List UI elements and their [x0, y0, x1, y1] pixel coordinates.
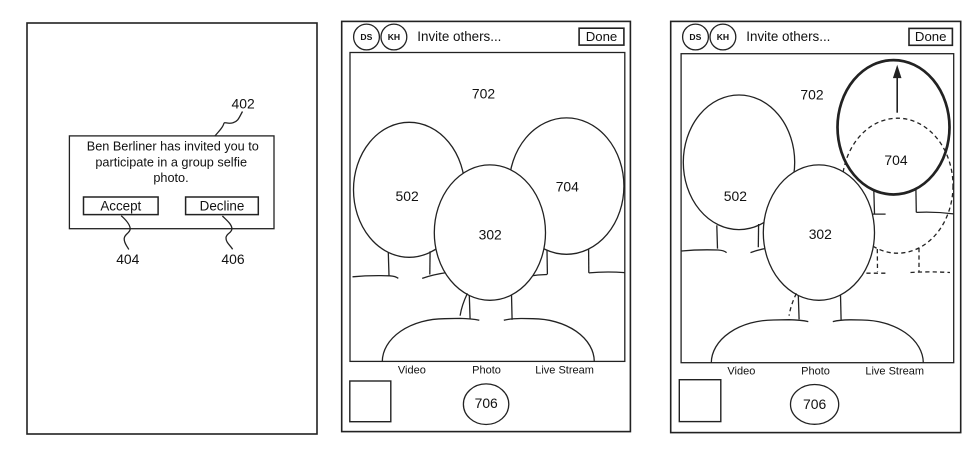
svg-text:participate in a group selfie: participate in a group selfie [95, 155, 247, 169]
svg-text:302: 302 [809, 226, 832, 242]
svg-text:Photo: Photo [472, 365, 501, 377]
svg-text:706: 706 [475, 395, 498, 411]
svg-text:302: 302 [479, 226, 502, 242]
svg-text:Live Stream: Live Stream [865, 365, 924, 377]
svg-text:KH: KH [717, 32, 729, 42]
svg-text:704: 704 [884, 152, 907, 168]
svg-text:704: 704 [556, 178, 579, 194]
svg-text:404: 404 [116, 251, 139, 267]
svg-text:Invite others...: Invite others... [417, 29, 501, 44]
svg-text:Photo: Photo [801, 365, 830, 377]
svg-text:Live Stream: Live Stream [535, 365, 594, 377]
svg-text:DS: DS [689, 32, 701, 42]
svg-text:706: 706 [803, 396, 826, 412]
svg-text:402: 402 [232, 95, 255, 111]
svg-text:Video: Video [727, 365, 755, 377]
svg-text:Ben Berliner has invited you t: Ben Berliner has invited you to [87, 140, 259, 154]
svg-text:KH: KH [388, 32, 400, 42]
svg-text:Done: Done [586, 29, 618, 44]
svg-text:photo.: photo. [153, 171, 188, 185]
svg-text:DS: DS [360, 32, 372, 42]
svg-text:Decline: Decline [200, 199, 245, 214]
svg-text:Video: Video [398, 365, 426, 377]
svg-text:702: 702 [800, 86, 823, 102]
svg-text:502: 502 [396, 188, 419, 204]
svg-text:Done: Done [915, 29, 947, 44]
svg-text:Accept: Accept [100, 199, 141, 214]
svg-text:406: 406 [221, 251, 244, 267]
svg-text:Invite others...: Invite others... [746, 29, 830, 44]
svg-text:502: 502 [724, 188, 747, 204]
svg-text:702: 702 [472, 85, 495, 101]
